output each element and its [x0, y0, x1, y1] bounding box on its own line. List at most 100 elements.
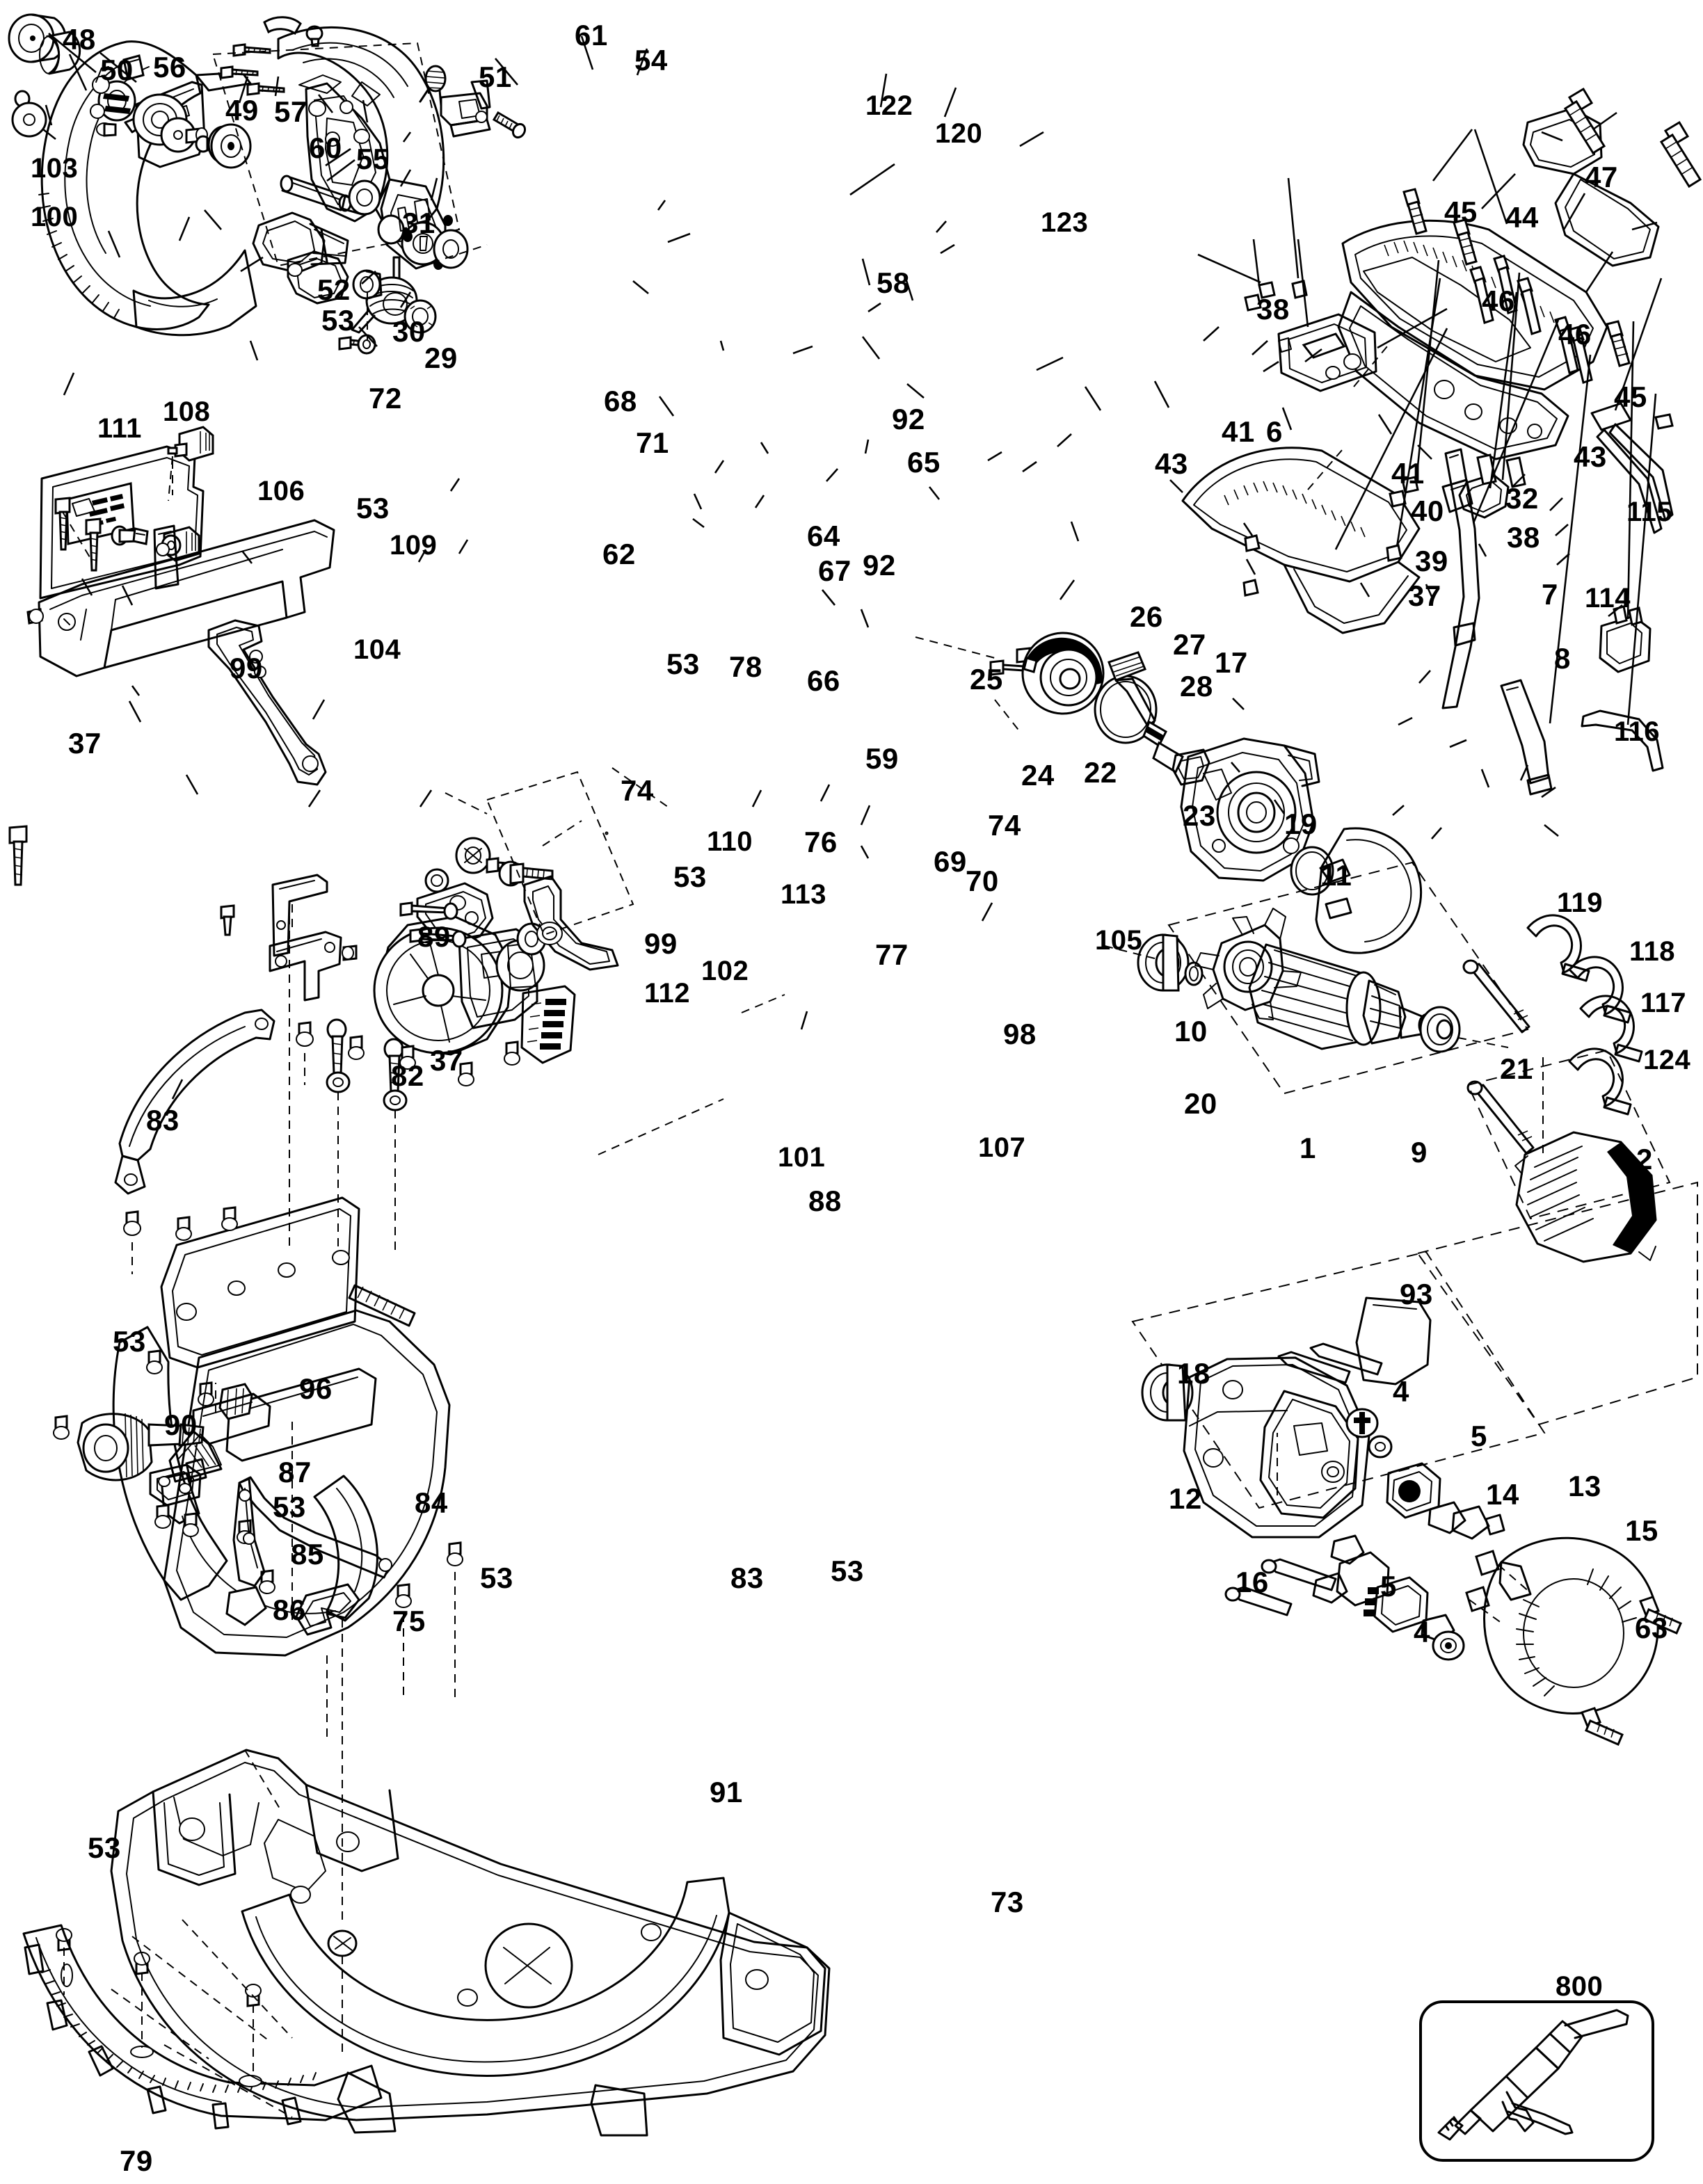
- callout-63: 63: [1635, 1612, 1668, 1644]
- handle-shell-group: [1181, 87, 1702, 796]
- callout-18: 18: [1177, 1357, 1210, 1390]
- callout-38: 38: [1507, 521, 1540, 554]
- callout-53: 53: [831, 1555, 864, 1587]
- callout-29: 29: [424, 342, 458, 374]
- callout-123: 123: [1041, 207, 1089, 238]
- callout-8: 8: [1554, 642, 1571, 675]
- callout-104: 104: [353, 634, 401, 665]
- callout-107: 107: [978, 1132, 1026, 1163]
- callout-10: 10: [1174, 1015, 1208, 1047]
- callout-86: 86: [273, 1593, 306, 1626]
- callout-53: 53: [113, 1325, 146, 1358]
- callout-52: 52: [317, 273, 351, 306]
- callout-46: 46: [1482, 284, 1515, 317]
- callout-38: 38: [1256, 293, 1290, 326]
- callout-53: 53: [88, 1831, 121, 1864]
- callout-57: 57: [274, 95, 307, 128]
- callout-76: 76: [804, 826, 838, 858]
- callout-113: 113: [781, 879, 827, 910]
- callout-53: 53: [666, 648, 700, 680]
- callout-68: 68: [604, 385, 637, 417]
- callout-66: 66: [807, 664, 840, 697]
- dashed-construction-lines: [63, 244, 1544, 2118]
- callout-110: 110: [707, 826, 753, 857]
- callout-60: 60: [309, 131, 342, 164]
- callout-105: 105: [1095, 925, 1143, 956]
- callout-2: 2: [1636, 1143, 1653, 1175]
- callout-39: 39: [1415, 545, 1448, 577]
- callout-17: 17: [1215, 646, 1248, 679]
- callout-21: 21: [1500, 1052, 1533, 1085]
- callout-84: 84: [415, 1486, 448, 1519]
- callout-70: 70: [966, 865, 999, 897]
- callout-89: 89: [417, 920, 451, 953]
- callout-41: 41: [1222, 415, 1255, 448]
- callout-58: 58: [877, 266, 910, 299]
- callout-83: 83: [730, 1561, 764, 1594]
- inset-tool-box: [1419, 2000, 1654, 2162]
- callout-12: 12: [1169, 1482, 1202, 1515]
- callout-45: 45: [1614, 380, 1647, 413]
- callout-69: 69: [934, 845, 967, 878]
- callout-800: 800: [1556, 1971, 1604, 2002]
- callout-41: 41: [1391, 457, 1425, 490]
- callout-85: 85: [291, 1538, 324, 1571]
- callout-65: 65: [907, 446, 941, 479]
- callout-124: 124: [1643, 1045, 1691, 1075]
- callout-71: 71: [636, 426, 669, 459]
- callout-53: 53: [480, 1561, 513, 1594]
- callout-83: 83: [146, 1104, 179, 1137]
- callout-112: 112: [644, 978, 691, 1009]
- callout-53: 53: [356, 492, 390, 524]
- callout-74: 74: [621, 774, 654, 807]
- callout-87: 87: [278, 1456, 312, 1488]
- callout-99: 99: [230, 652, 263, 684]
- callout-108: 108: [163, 396, 211, 427]
- callout-4: 4: [1414, 1616, 1430, 1648]
- callout-37: 37: [68, 727, 102, 760]
- callout-77: 77: [875, 938, 909, 971]
- callout-1: 1: [1300, 1132, 1316, 1164]
- callout-59: 59: [865, 742, 899, 775]
- blade-wrench-icon: [1437, 2009, 1629, 2141]
- callout-53: 53: [673, 860, 707, 893]
- turntable-and-base-group: [22, 1009, 831, 2137]
- callout-122: 122: [865, 90, 913, 121]
- callout-72: 72: [369, 382, 402, 415]
- callout-61: 61: [575, 19, 608, 51]
- callout-45: 45: [1444, 195, 1478, 228]
- gear-case-group: [989, 632, 1423, 954]
- callout-32: 32: [1505, 482, 1539, 515]
- callout-27: 27: [1173, 628, 1206, 661]
- callout-115: 115: [1626, 497, 1673, 527]
- callout-24: 24: [1021, 759, 1055, 792]
- callout-109: 109: [390, 530, 438, 561]
- fence-and-plate-group: [26, 426, 335, 677]
- callout-102: 102: [701, 956, 749, 986]
- callout-43: 43: [1574, 440, 1607, 473]
- callout-78: 78: [729, 650, 762, 683]
- callout-30: 30: [392, 315, 426, 348]
- callout-9: 9: [1411, 1136, 1428, 1169]
- callout-111: 111: [97, 413, 142, 444]
- callout-82: 82: [391, 1059, 424, 1092]
- callout-119: 119: [1557, 888, 1604, 918]
- callout-7: 7: [1542, 578, 1558, 611]
- callout-56: 56: [153, 51, 186, 83]
- callout-37: 37: [1408, 579, 1441, 612]
- callout-49: 49: [225, 94, 259, 127]
- callout-116: 116: [1614, 716, 1661, 747]
- callout-120: 120: [935, 118, 983, 149]
- callout-19: 19: [1284, 808, 1318, 840]
- callout-37: 37: [430, 1044, 463, 1077]
- callout-96: 96: [299, 1372, 333, 1405]
- callout-23: 23: [1183, 799, 1216, 832]
- callout-53: 53: [273, 1491, 306, 1523]
- callout-99: 99: [644, 927, 678, 960]
- callout-46: 46: [1558, 318, 1592, 351]
- callout-31: 31: [402, 207, 435, 239]
- callout-91: 91: [710, 1776, 743, 1808]
- callout-28: 28: [1180, 670, 1213, 702]
